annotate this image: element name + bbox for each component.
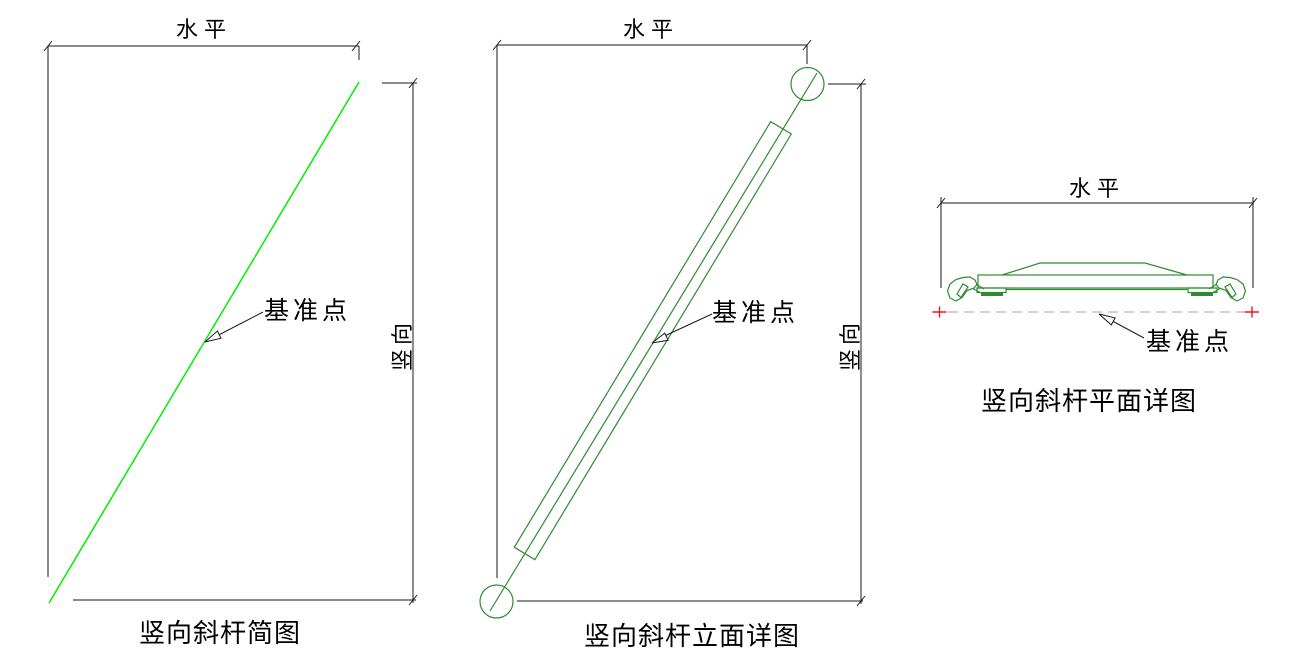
- right-bracket-outline: [1187, 287, 1218, 294]
- datum-point-label: 基准点: [1146, 329, 1234, 356]
- wedge-neck-right: [1208, 283, 1221, 294]
- datum-leader-line: [657, 313, 713, 340]
- diagram-caption-plan: 竖向斜杆平面详图: [980, 387, 1197, 416]
- datum-leader-arrowhead: [204, 330, 222, 343]
- horizontal-dimension-label: 水平: [622, 17, 679, 42]
- wedge-neck-left: [972, 283, 985, 294]
- horizontal-dimension-label: 水平: [175, 17, 232, 42]
- diagonal-brace-line: [48, 81, 360, 604]
- top-pivot-circle: [790, 66, 825, 102]
- datum-leader-arrowhead: [1098, 313, 1116, 326]
- wedge-slot-left: [956, 283, 969, 299]
- diagram-caption-elevation: 竖向斜杆立面详图: [583, 622, 800, 651]
- datum-cross-right: [1245, 306, 1259, 318]
- plan-body-outline: [977, 274, 1214, 289]
- vertical-dimension-label: 竖向: [390, 319, 415, 372]
- diagram-caption-simple: 竖向斜杆简图: [138, 619, 301, 648]
- datum-point-label: 基准点: [712, 300, 800, 327]
- right-bracket-pad: [1191, 292, 1213, 296]
- elevation-diagram: [479, 39, 866, 619]
- wedge-slot-right: [1224, 283, 1237, 299]
- simple-diagram: [43, 40, 418, 606]
- left-bracket-outline: [976, 287, 1007, 294]
- left-bracket-pad: [981, 292, 1003, 296]
- tick-marks: [492, 39, 866, 607]
- plan-hump-outline: [1001, 262, 1188, 276]
- plan-diagram: [932, 197, 1259, 339]
- datum-cross-left: [932, 306, 947, 318]
- tick-marks: [936, 197, 1258, 209]
- vertical-dimension-label: 竖向: [838, 319, 863, 372]
- datum-point-label: 基准点: [264, 298, 352, 325]
- wedge-clamp-left: [946, 276, 978, 302]
- brace-rod-outline: [513, 120, 793, 561]
- wedge-clamp-right: [1215, 276, 1247, 302]
- horizontal-dimension-label: 水平: [1068, 176, 1125, 201]
- tick-marks: [43, 40, 418, 606]
- datum-leader-arrowhead: [651, 332, 669, 344]
- bottom-pivot-circle: [479, 584, 514, 619]
